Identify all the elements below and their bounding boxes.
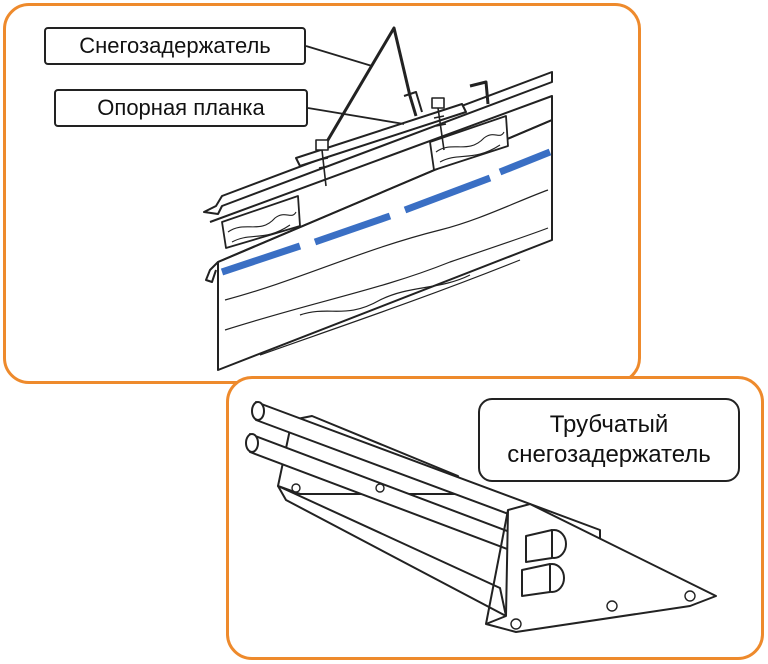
snow-guard-bracket bbox=[320, 26, 418, 151]
roof-sheet bbox=[203, 71, 553, 215]
roof-section-drawing bbox=[203, 26, 553, 371]
wooden-batten-left bbox=[221, 195, 301, 249]
leader-support-bar bbox=[307, 107, 405, 125]
tubular-snow-guard-drawing bbox=[245, 401, 717, 633]
tubular-label-line1: Трубчатый bbox=[549, 411, 669, 438]
blue-stripe bbox=[220, 148, 552, 276]
front-bracket bbox=[485, 503, 717, 633]
bolts bbox=[291, 483, 696, 630]
screw-right bbox=[431, 97, 447, 151]
leader-snow-guard bbox=[305, 45, 373, 67]
support-bar bbox=[295, 103, 467, 167]
screw-left bbox=[315, 139, 330, 187]
tubular-label-line2: снегозадержатель bbox=[507, 441, 711, 468]
wood-grain bbox=[224, 189, 549, 301]
tubular-snow-guard-label: Трубчатый снегозадержатель bbox=[478, 398, 740, 482]
wooden-batten-right bbox=[429, 115, 509, 171]
snow-guard-label: Снегозадержатель bbox=[44, 27, 306, 65]
support-bar-label: Опорная планка bbox=[54, 89, 308, 127]
